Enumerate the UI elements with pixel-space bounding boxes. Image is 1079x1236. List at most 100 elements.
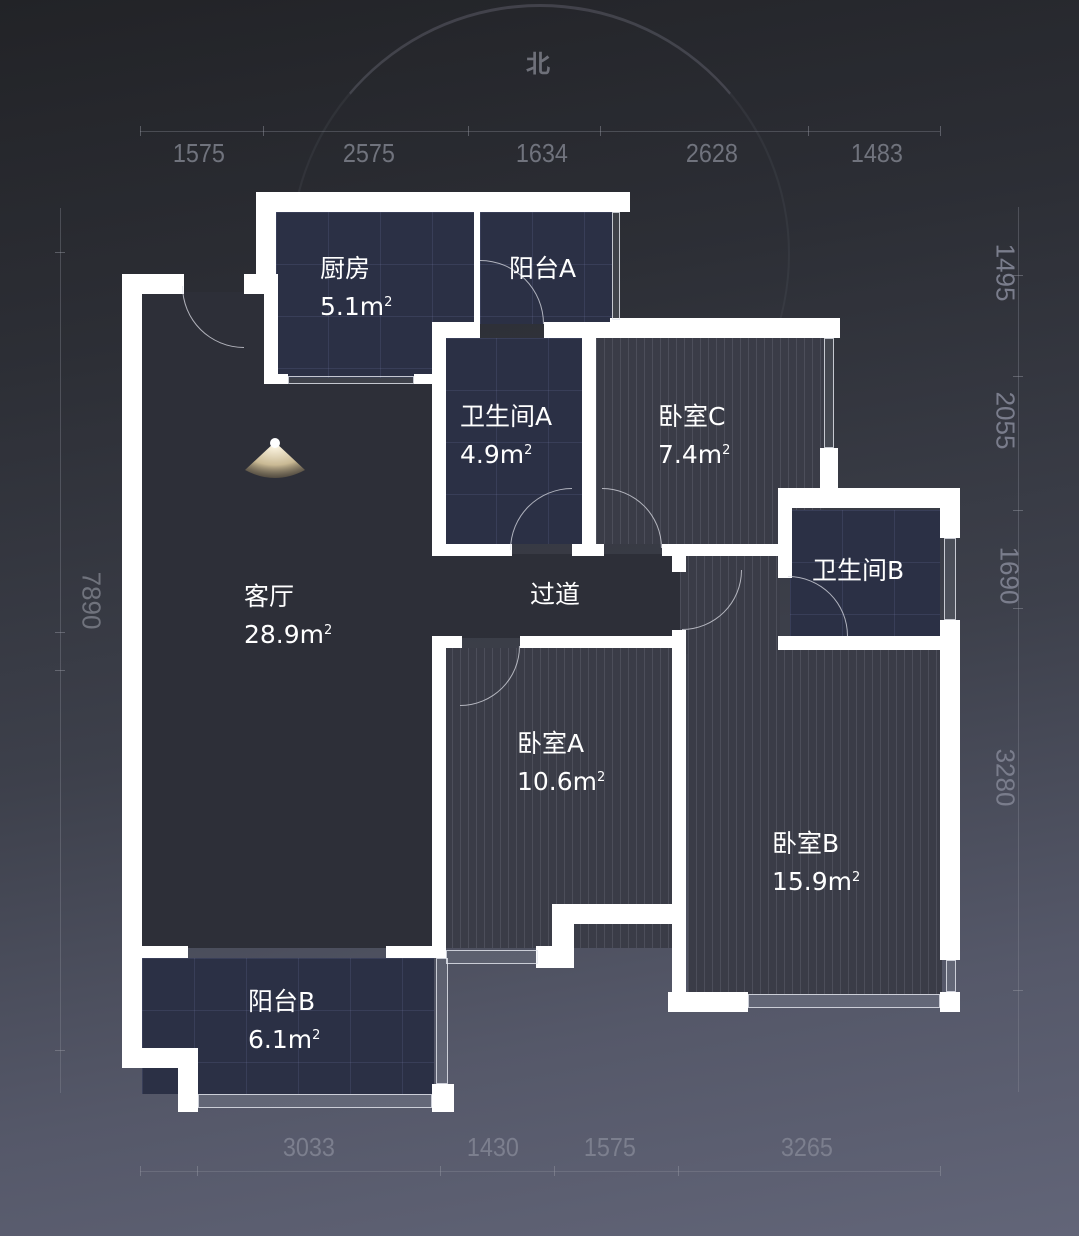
north-label: 北 <box>526 50 550 78</box>
room-name: 厨房 <box>320 254 371 283</box>
right-dimension-1: 1495 <box>990 243 1021 302</box>
top-dimension-rule <box>140 131 940 132</box>
room-label-balcony-a: 阳台A <box>509 254 576 284</box>
wall <box>536 946 570 968</box>
wall <box>820 448 838 496</box>
dimension-tick <box>1013 990 1023 991</box>
wall <box>662 544 786 556</box>
window-balcony-b-side <box>436 958 448 1084</box>
dimension-tick <box>1013 510 1023 511</box>
dimension-tick <box>140 126 141 136</box>
window-kitchen <box>288 376 414 384</box>
right-dimension-rule <box>1018 207 1019 1092</box>
window-balcony-b <box>198 1094 432 1108</box>
wall <box>122 1048 196 1068</box>
room-name: 卧室B <box>772 829 840 858</box>
left-dimension-rule <box>60 208 61 1093</box>
room-name: 客厅 <box>244 582 295 611</box>
bottom-dimension-1: 3033 <box>282 1132 335 1162</box>
wall <box>432 322 446 556</box>
top-dimension-3: 1634 <box>515 138 568 168</box>
dimension-tick <box>600 126 601 136</box>
room-area: 5.1m2 <box>320 292 393 321</box>
room-label-bedroom-a: 卧室A 10.6m2 <box>517 729 605 797</box>
window-bathroom-b <box>944 538 956 620</box>
dimension-tick <box>55 632 65 633</box>
wall <box>940 488 960 538</box>
dimension-tick <box>1013 608 1023 609</box>
window-balcony-a <box>612 212 620 320</box>
bedroom-b-floor[interactable] <box>688 648 942 994</box>
wall <box>264 292 278 384</box>
room-area: 28.9m2 <box>244 620 333 649</box>
balcony-b-floor[interactable] <box>142 958 434 1094</box>
wall <box>432 636 446 958</box>
wall <box>122 274 142 1068</box>
room-name: 阳台A <box>509 254 577 283</box>
room-label-corridor: 过道 <box>530 580 580 610</box>
wall <box>544 322 610 338</box>
wall <box>256 192 630 212</box>
room-area: 4.9m2 <box>460 440 533 469</box>
wall <box>122 946 188 958</box>
window-bedroom-c <box>824 338 834 448</box>
wall <box>414 374 444 384</box>
room-label-bathroom-b: 卫生间B <box>812 556 904 586</box>
wall <box>668 992 748 1012</box>
bathroom-a-floor[interactable] <box>444 338 584 544</box>
top-dimension-1: 1575 <box>172 138 225 168</box>
bedroom-c-floor[interactable] <box>596 338 824 544</box>
wall <box>432 1084 454 1112</box>
camera-viewpoint-icon[interactable] <box>243 436 307 480</box>
dimension-tick <box>55 1050 65 1051</box>
wall <box>256 192 276 294</box>
top-dimension-5: 1483 <box>850 138 903 168</box>
wall <box>940 992 960 1012</box>
right-dimension-2: 2055 <box>990 391 1021 450</box>
room-name: 卫生间B <box>812 556 905 585</box>
window-bedroom-b <box>748 994 940 1008</box>
dimension-tick <box>554 1166 555 1176</box>
wall <box>178 1048 198 1112</box>
dimension-tick <box>1013 376 1023 377</box>
dimension-tick <box>678 1166 679 1176</box>
bottom-dimension-rule <box>140 1171 940 1172</box>
dimension-tick <box>55 252 65 253</box>
room-area: 7.4m2 <box>658 440 731 469</box>
wall <box>264 374 288 384</box>
dimension-tick <box>1013 275 1023 276</box>
right-dimension-4: 3280 <box>990 748 1021 807</box>
room-label-bathroom-a: 卫生间A 4.9m2 <box>460 402 552 470</box>
wall <box>582 322 596 556</box>
wall <box>432 544 512 556</box>
dimension-tick <box>940 1166 941 1176</box>
room-label-living-room: 客厅 28.9m2 <box>244 582 332 650</box>
room-label-kitchen: 厨房 5.1m2 <box>320 254 392 322</box>
wall <box>940 620 960 960</box>
top-dimension-2: 2575 <box>342 138 395 168</box>
room-area: 6.1m2 <box>248 1025 321 1054</box>
wall <box>778 636 948 650</box>
room-name: 卫生间A <box>460 402 553 431</box>
dimension-tick <box>55 670 65 671</box>
room-area: 10.6m2 <box>517 767 606 796</box>
bottom-dimension-2: 1430 <box>466 1132 519 1162</box>
room-label-bedroom-b: 卧室B 15.9m2 <box>772 829 860 897</box>
room-name: 卧室C <box>658 402 726 431</box>
dimension-tick <box>140 1166 141 1176</box>
room-label-balcony-b: 阳台B 6.1m2 <box>248 987 320 1055</box>
corridor-floor[interactable] <box>432 554 680 638</box>
window-bedroom-a <box>446 950 538 964</box>
wall <box>778 488 792 578</box>
dimension-tick <box>468 126 469 136</box>
living-room-floor-ext <box>264 380 434 400</box>
dimension-tick <box>263 126 264 136</box>
room-area: 15.9m2 <box>772 867 861 896</box>
wall <box>672 554 686 572</box>
dimension-tick <box>197 1166 198 1176</box>
bottom-dimension-3: 1575 <box>583 1132 636 1162</box>
wall <box>552 904 676 924</box>
living-room-floor[interactable] <box>142 292 434 948</box>
room-name: 卧室A <box>517 729 585 758</box>
dimension-tick <box>940 126 941 136</box>
